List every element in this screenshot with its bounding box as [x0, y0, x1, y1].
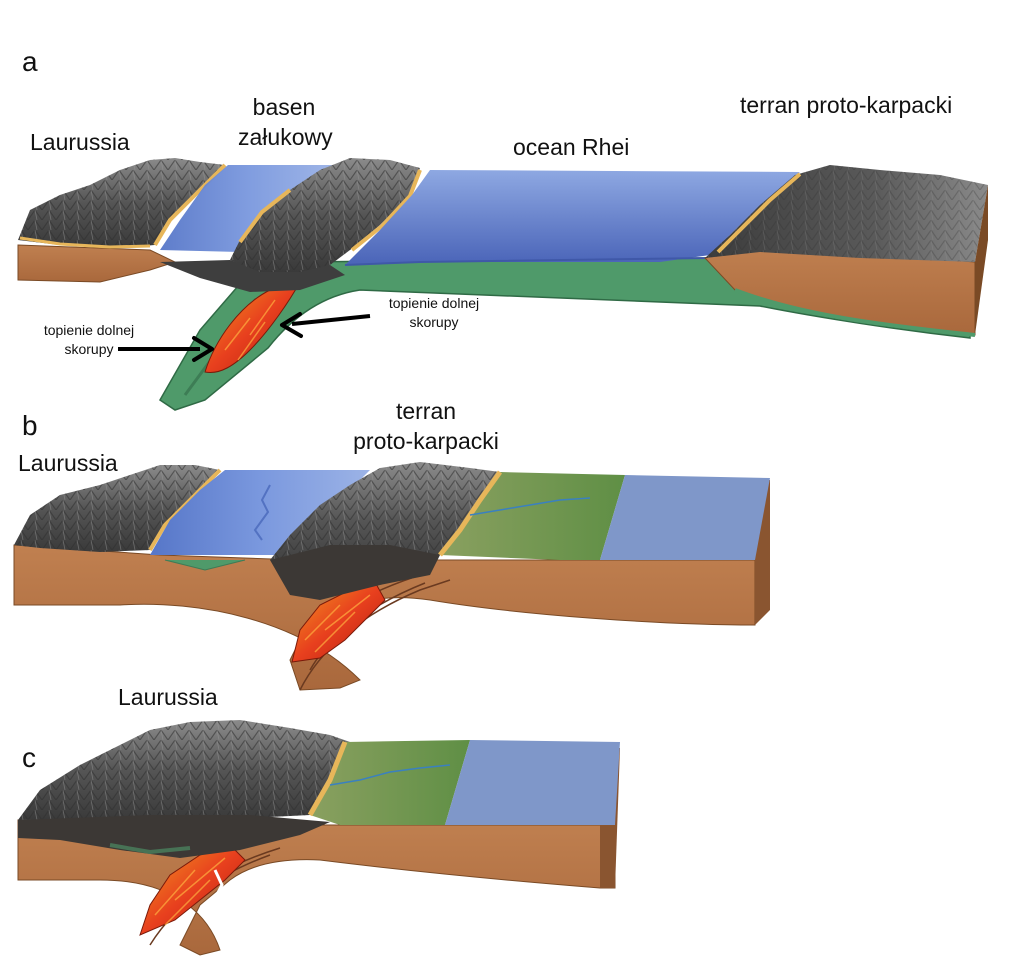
label-terrane-a: terran proto-karpacki — [740, 92, 953, 118]
panel-letter-c: c — [22, 742, 36, 773]
melting-right-line2: skorupy — [409, 314, 459, 330]
panel-b — [13, 462, 770, 691]
panel-letter-b: b — [22, 410, 38, 441]
label-terrane-b: terran proto-karpacki — [336, 396, 516, 456]
arrow-left — [118, 336, 214, 362]
sea-b — [600, 475, 770, 560]
label-laurussia-b: Laurussia — [18, 450, 118, 476]
terrane-b-line2: proto-karpacki — [353, 428, 499, 454]
melt-zone-c — [139, 844, 246, 936]
melting-left-line1: topienie dolnej — [43, 322, 135, 338]
laurussia-crust — [17, 244, 177, 283]
label-laurussia-c: Laurussia — [118, 684, 218, 710]
terrane-b-line1: terran — [395, 398, 457, 424]
panel-c — [17, 720, 620, 956]
panel-a — [17, 158, 988, 411]
sea-c — [445, 740, 620, 825]
melt-zone — [204, 281, 302, 374]
ocean-rhei — [345, 170, 800, 265]
lowland-c — [310, 740, 470, 825]
label-backarc-line1: basen — [252, 94, 316, 120]
melting-right-line1: topienie dolnej — [388, 295, 480, 311]
melting-left-line2: skorupy — [64, 341, 114, 357]
panel-letter-a: a — [22, 46, 38, 77]
label-backarc-line2: załukowy — [238, 124, 333, 150]
label-laurussia-a: Laurussia — [30, 129, 130, 155]
basin-water-b — [150, 470, 370, 555]
label-ocean-rhei: ocean Rhei — [513, 134, 630, 160]
label-backarc-basin: basen załukowy — [238, 92, 333, 152]
arrow-right — [280, 312, 371, 338]
label-melting-right: topienie dolnej skorupy — [372, 294, 496, 332]
label-melting-left: topienie dolnej skorupy — [28, 321, 150, 359]
